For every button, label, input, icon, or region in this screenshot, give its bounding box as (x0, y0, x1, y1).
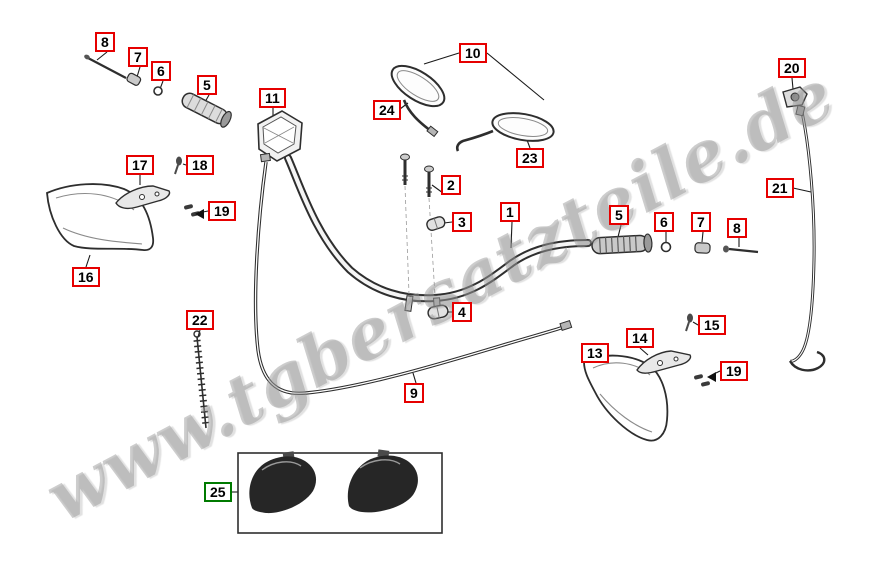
clamp-lower-bushing (427, 304, 449, 320)
part-label-20[interactable]: 20 (778, 58, 806, 78)
clamp-screws (400, 153, 436, 297)
part-label-6-left[interactable]: 6 (151, 61, 171, 81)
cover-shell-right (347, 455, 418, 513)
part-label-3[interactable]: 3 (452, 212, 472, 232)
part-label-15[interactable]: 15 (698, 315, 726, 335)
cable-strap (193, 330, 210, 429)
bracket-bolt-left (174, 156, 182, 175)
part-label-22[interactable]: 22 (186, 310, 214, 330)
part-label-4[interactable]: 4 (452, 302, 472, 322)
bar-end-cap-left (126, 72, 142, 86)
part-label-14[interactable]: 14 (626, 328, 654, 348)
part-label-5-right[interactable]: 5 (609, 205, 629, 225)
part-label-21[interactable]: 21 (766, 178, 794, 198)
clutch-cable (788, 111, 826, 372)
part-label-11[interactable]: 11 (259, 88, 286, 108)
part-label-8-right[interactable]: 8 (727, 218, 747, 238)
part-label-19-right[interactable]: 19 (720, 361, 748, 381)
part-label-5-left[interactable]: 5 (197, 75, 217, 95)
part-label-24[interactable]: 24 (373, 100, 401, 120)
right-grip (591, 233, 653, 255)
part-label-17[interactable]: 17 (126, 155, 154, 175)
bar-end-cap-right (694, 242, 711, 254)
part-label-7-right[interactable]: 7 (691, 212, 711, 232)
part-label-23[interactable]: 23 (516, 148, 544, 168)
washer-right (660, 241, 672, 253)
part-label-10[interactable]: 10 (459, 43, 487, 63)
lever-bracket-right (636, 350, 692, 374)
fastener-set-right (694, 372, 716, 387)
mirror-right (455, 112, 555, 152)
bar-end-bolt-left (84, 54, 127, 79)
part-label-2[interactable]: 2 (441, 175, 461, 195)
part-label-7-left[interactable]: 7 (128, 47, 148, 67)
lever-bracket-left (115, 185, 171, 210)
fastener-set-left (184, 204, 204, 219)
throttle-cable (253, 152, 573, 396)
cover-shell-left (249, 456, 317, 514)
part-label-8-left[interactable]: 8 (95, 32, 115, 52)
bar-end-bolt-right (723, 245, 759, 254)
washer-left (153, 86, 163, 96)
part-label-25[interactable]: 25 (204, 482, 232, 502)
part-label-19-left[interactable]: 19 (208, 201, 236, 221)
cable-lever-head (782, 86, 808, 117)
part-label-6-right[interactable]: 6 (654, 212, 674, 232)
part-label-9[interactable]: 9 (404, 383, 424, 403)
part-label-18[interactable]: 18 (186, 155, 214, 175)
part-label-1[interactable]: 1 (500, 202, 520, 222)
part-label-13[interactable]: 13 (581, 343, 609, 363)
part-label-16[interactable]: 16 (72, 267, 100, 287)
mirror-left (390, 64, 446, 138)
cover-pair-box (237, 449, 443, 534)
bracket-bolt-right (685, 313, 693, 332)
left-grip (181, 92, 232, 128)
switch-housing (257, 110, 303, 162)
clamp-upper-bushing (426, 216, 446, 231)
